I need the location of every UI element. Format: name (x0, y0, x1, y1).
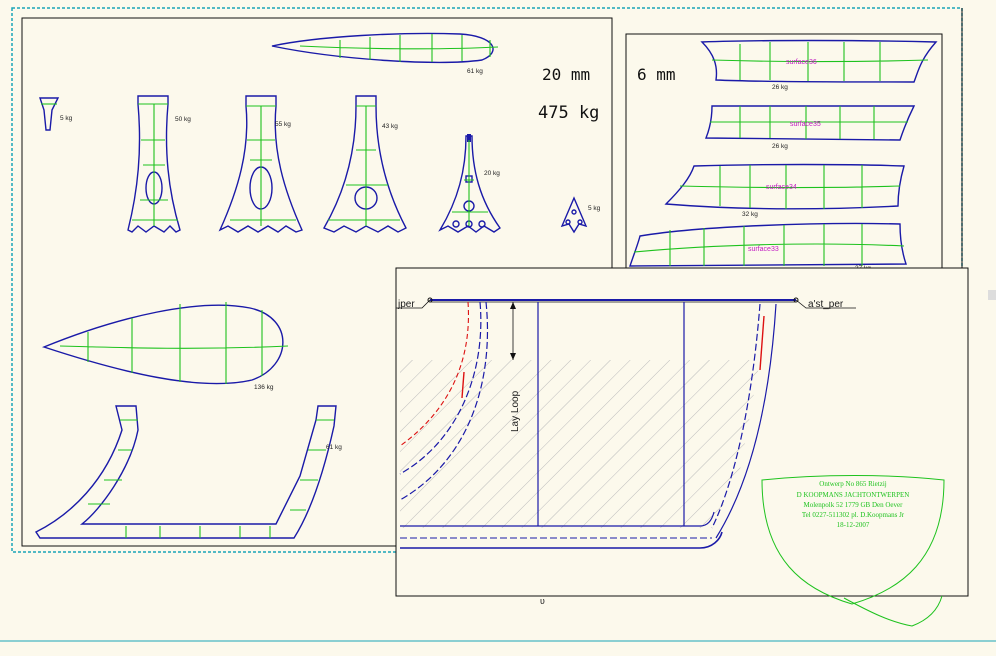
stamp-line-2: D KOOPMANS JACHTONTWERPEN (797, 491, 910, 499)
total-weight-label: 475 kg (538, 103, 599, 123)
hull-section-window[interactable]: jper a'st_per Lay Loop Ontwerp No 865 Ri… (395, 267, 969, 605)
plate-thickness-20mm: 20 mm (542, 65, 590, 84)
small-part-weight: 5 kg (60, 115, 73, 122)
surface-34-weight: 32 kg (742, 211, 758, 218)
frame-2-weight: 55 kg (275, 121, 291, 128)
dimension-arrow-bottom (510, 353, 516, 360)
deck-end-left (427, 297, 433, 303)
keel-base-weight: 61 kg (326, 444, 342, 451)
frame-4-weight: 20 kg (484, 170, 500, 177)
hull-left-blue-dashed (399, 301, 482, 475)
right-tag-leader (795, 299, 856, 309)
hull-left-blue-dashed-outer (399, 301, 489, 501)
surface-35-part[interactable]: surface35 26 kg (704, 105, 916, 150)
left-tag-leader (396, 299, 431, 309)
surface-36-part[interactable]: surface36 26 kg (700, 39, 938, 92)
left-tag-label: jper (397, 299, 415, 310)
surface-35-label: surface35 (790, 121, 821, 128)
surface-34-label: surface34 (766, 184, 797, 191)
hull-bottom-outer (400, 531, 723, 549)
stamp-outline-tail (843, 595, 943, 627)
surface-36-weight: 26 kg (772, 84, 788, 91)
hull-left-red-line (399, 301, 470, 447)
small-part[interactable]: 5 kg (39, 97, 73, 131)
keel-top-fin-part[interactable]: 61 kg (271, 32, 499, 76)
hull-right-blue-dashed (711, 303, 761, 529)
frame-1-part[interactable]: 50 kg (127, 95, 191, 233)
foil-large-part[interactable]: 136 kg (41, 302, 289, 391)
foil-large-weight: 136 kg (254, 384, 274, 391)
right-tag-label: a'st_per (808, 299, 844, 310)
stamp-line-5: 18-12-2007 (837, 521, 870, 529)
plate-thickness-6mm: 6 mm (637, 65, 676, 84)
stamp-line-1: Ontwerp No 865 Rietzij (819, 480, 887, 488)
designer-stamp: Ontwerp No 865 Rietzij D KOOPMANS JACHTO… (761, 475, 945, 605)
scrollbar-marker[interactable] (988, 290, 996, 300)
surface-34-part[interactable]: surface34 32 kg (664, 163, 905, 219)
stamp-line-3: Molenpolk 52 1779 GB Den Oever (804, 501, 904, 509)
keel-top-fin-weight: 61 kg (467, 68, 483, 75)
hull-bottom-inner (400, 511, 715, 527)
frame-4-part[interactable]: 20 kg (438, 134, 501, 233)
hull-section-bottom-mark: ʋ (540, 596, 545, 606)
frame-3-part[interactable]: 43 kg (322, 95, 407, 233)
deck-end-right (793, 297, 799, 303)
frame-1-weight: 50 kg (175, 116, 191, 123)
frame-2-part[interactable]: 55 kg (218, 95, 303, 233)
bracket-weight: 5 kg (588, 205, 601, 212)
hull-right-red-mark (759, 315, 765, 371)
dimension-arrow-top (510, 302, 516, 309)
frame-3-weight: 43 kg (382, 123, 398, 130)
hull-right-outer (715, 303, 777, 539)
dimension-label: Lay Loop (510, 390, 521, 432)
hull-hatch-fill (400, 360, 760, 528)
surface-35-weight: 26 kg (772, 143, 788, 150)
surface-36-label: surface36 (786, 59, 817, 66)
bracket-part[interactable]: 5 kg (560, 196, 601, 234)
surface-33-label: surface33 (748, 246, 779, 253)
hull-left-red-mark (461, 371, 465, 399)
keel-base-part[interactable]: 61 kg (34, 405, 342, 539)
stamp-line-4: Tel 0227-511302 pl. D.Koopmans Jr (802, 511, 905, 519)
